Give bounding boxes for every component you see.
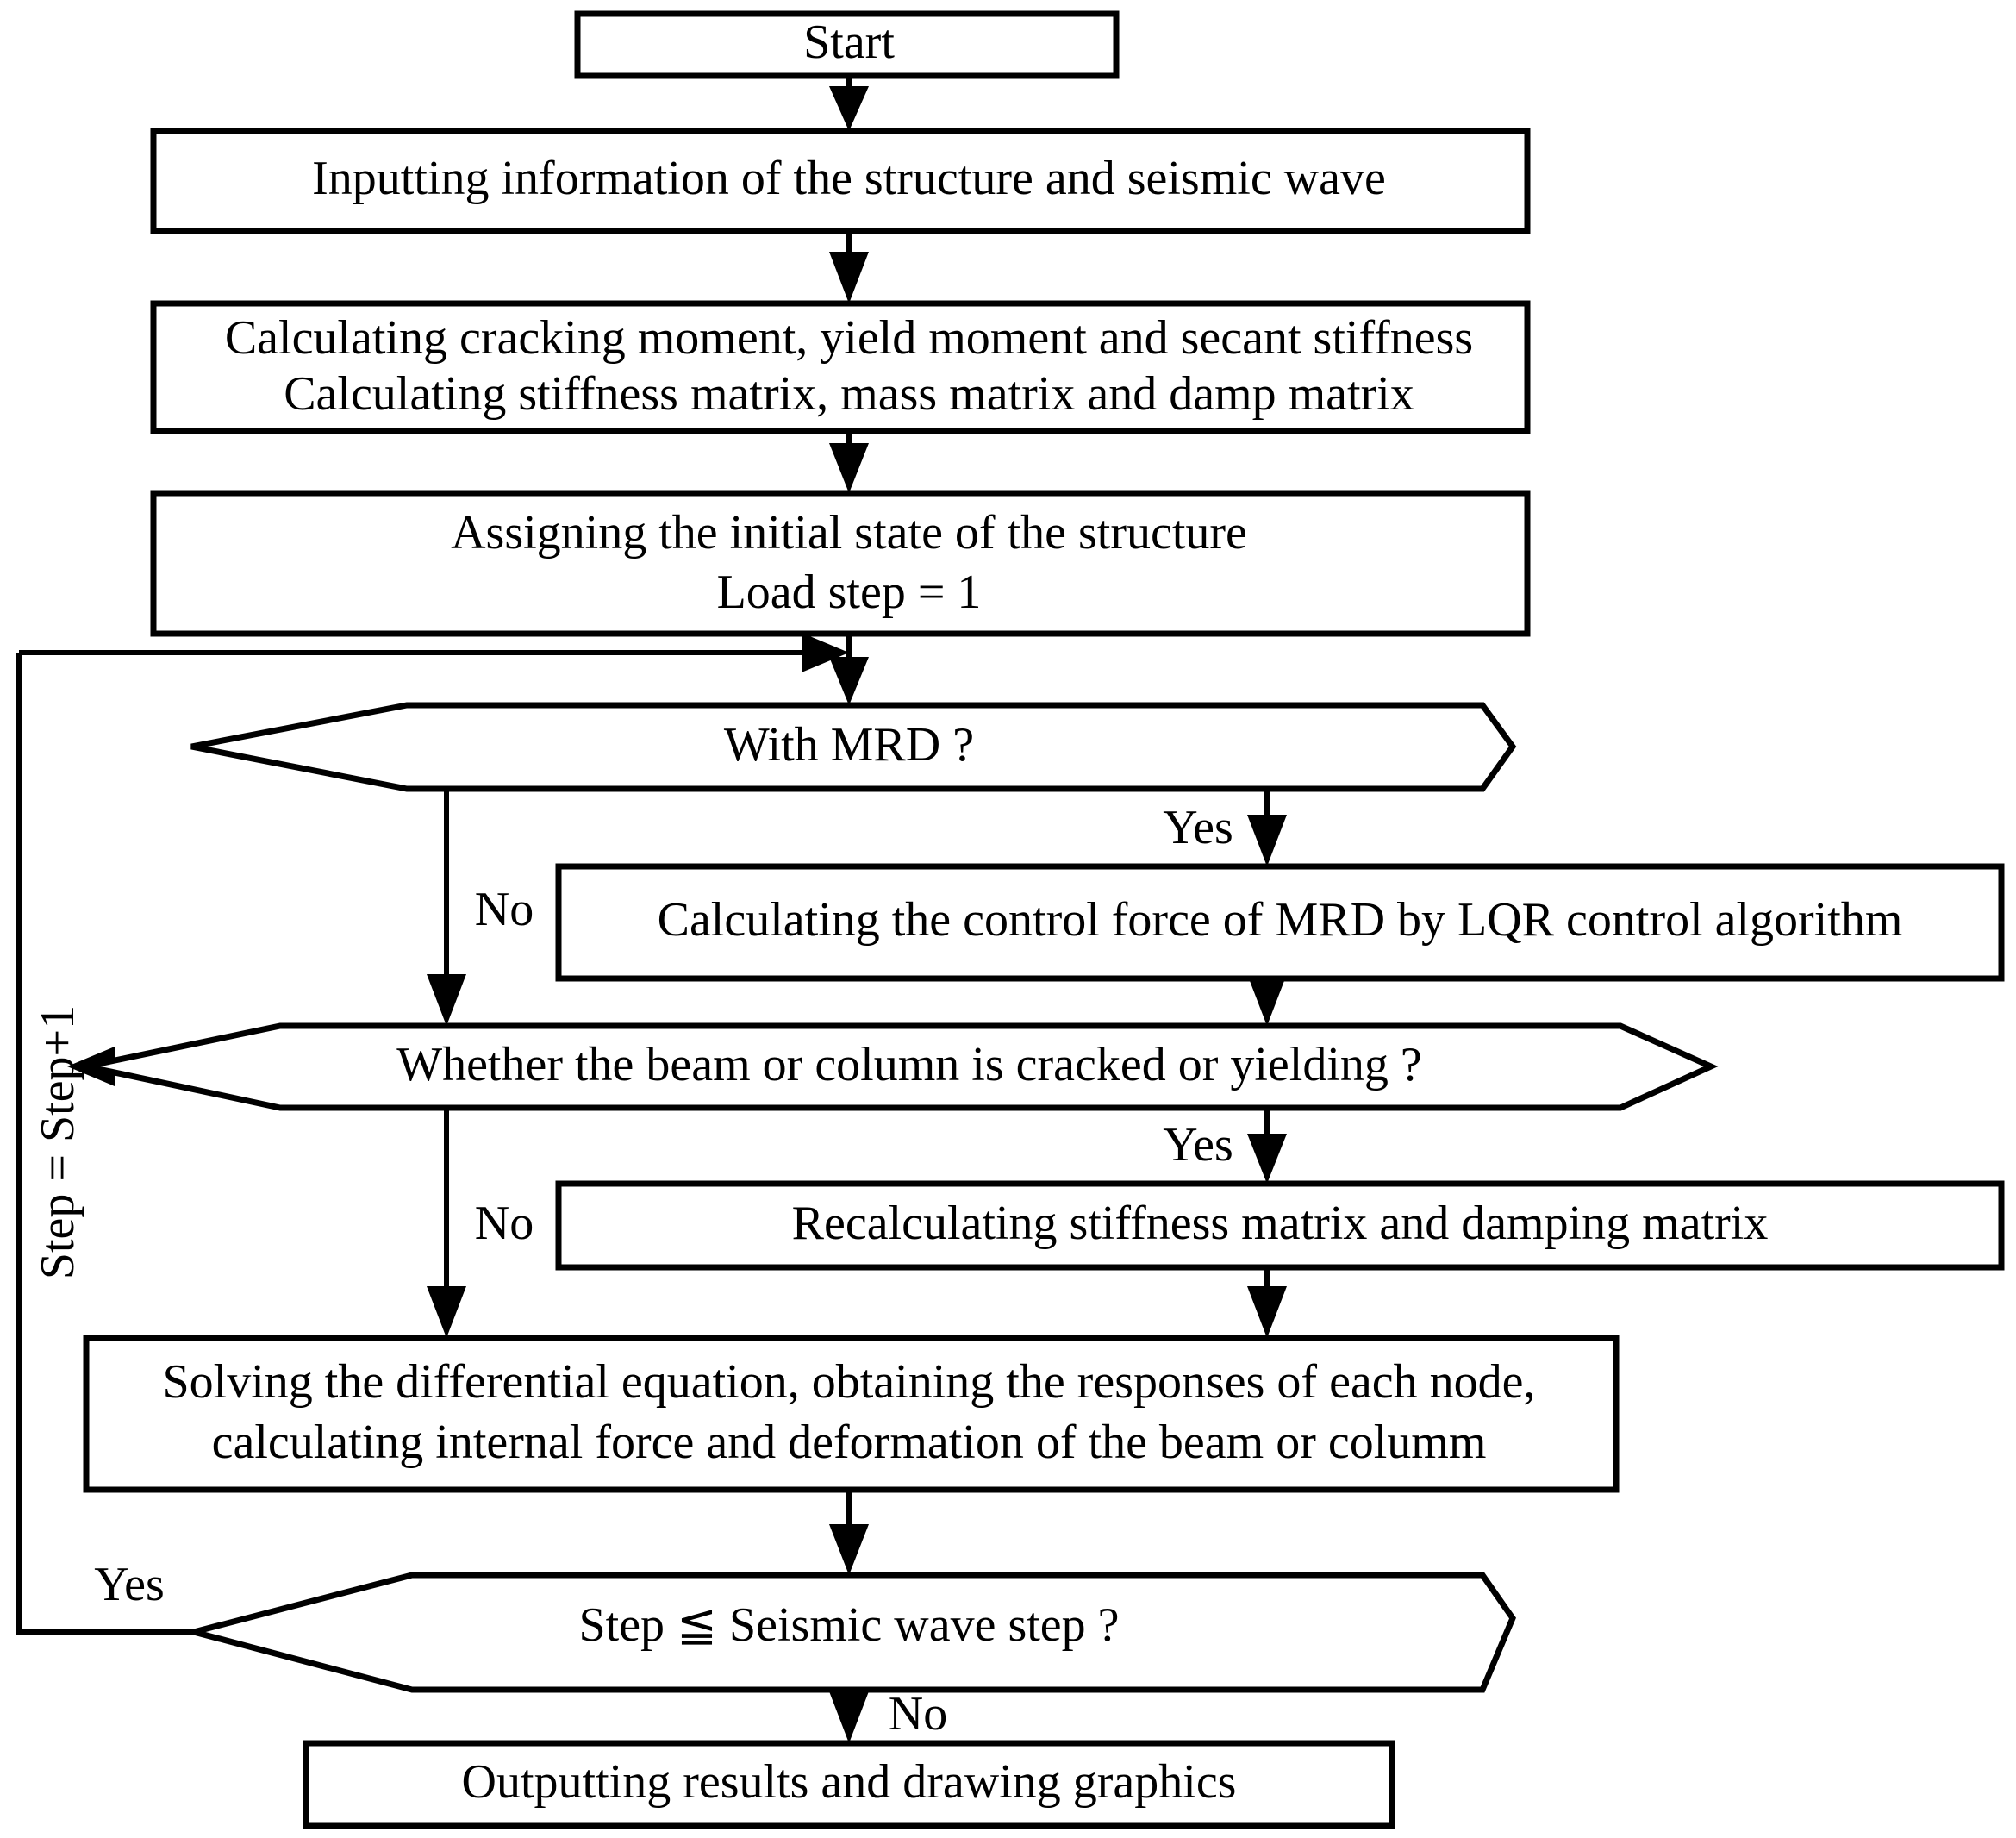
- node-calculating-moments-line2: Calculating stiffness matrix, mass matri…: [284, 367, 1414, 421]
- node-solving-equation[interactable]: Solving the differential equation, obtai…: [83, 1335, 1620, 1493]
- edge-label-loop-increment-group: Step = Step+1: [31, 1005, 84, 1279]
- node-solving-line1: Solving the differential equation, obtai…: [163, 1355, 1536, 1409]
- edge-label-step-yes: Yes: [94, 1558, 164, 1611]
- edge-label-step-no: No: [889, 1687, 947, 1741]
- node-start-label: Start: [803, 16, 895, 69]
- node-lqr-control[interactable]: Calculating the control force of MRD by …: [555, 863, 2005, 982]
- node-step-check-decision[interactable]: Step ≦ Seismic wave step ?: [182, 1572, 1516, 1693]
- node-with-mrd-label: With MRD ?: [724, 718, 974, 772]
- node-solving-line2: calculating internal force and deformati…: [212, 1416, 1487, 1469]
- node-input[interactable]: Inputting information of the structure a…: [150, 128, 1531, 234]
- connector-loop-left-spine: [16, 653, 194, 1635]
- node-start[interactable]: Start: [574, 10, 1120, 79]
- connector-calc-to-assign: [829, 431, 869, 493]
- node-recalculating-label: Recalculating stiffness matrix and dampi…: [792, 1197, 1769, 1250]
- edge-label-cracked-no: No: [475, 1197, 534, 1250]
- node-assign-initial-state[interactable]: Assigning the initial state of the struc…: [150, 490, 1531, 637]
- node-recalculating[interactable]: Recalculating stiffness matrix and dampi…: [555, 1180, 2005, 1271]
- node-output[interactable]: Outputting results and drawing graphics: [303, 1740, 1395, 1829]
- connector-input-to-calc: [829, 231, 869, 303]
- node-lqr-label: Calculating the control force of MRD by …: [658, 893, 1903, 947]
- node-cracked-label: Whether the beam or column is cracked or…: [396, 1038, 1422, 1091]
- node-cracked-decision[interactable]: Whether the beam or column is cracked or…: [85, 1022, 1719, 1111]
- connector-assign-to-withmrd: [829, 634, 869, 705]
- connector-lqr-to-cracked: [1247, 974, 1287, 1026]
- connector-solve-to-stepcheck: [829, 1490, 869, 1575]
- connector-withmrd-yes-to-lqr: [1247, 789, 1287, 866]
- node-calculating-moments[interactable]: Calculating cracking moment, yield momen…: [150, 300, 1531, 434]
- node-input-label: Inputting information of the structure a…: [312, 152, 1386, 205]
- node-with-mrd-decision[interactable]: With MRD ?: [190, 702, 1517, 792]
- node-calculating-moments-line1: Calculating cracking moment, yield momen…: [225, 311, 1473, 365]
- connector-stepcheck-no-to-output: [829, 1690, 869, 1743]
- edge-label-cracked-yes: Yes: [1163, 1118, 1233, 1172]
- connector-cracked-yes-to-recalc: [1247, 1108, 1287, 1184]
- node-assign-line2: Load step = 1: [717, 566, 982, 619]
- connector-loop-return-top: [19, 633, 849, 672]
- node-output-label: Outputting results and drawing graphics: [462, 1755, 1237, 1809]
- edge-label-loop-increment: Step = Step+1: [31, 1005, 84, 1279]
- connector-recalc-to-solve: [1247, 1267, 1287, 1338]
- edge-label-mrd-no: No: [475, 883, 534, 936]
- connector-withmrd-no-to-cracked: [427, 789, 466, 1026]
- connector-start-to-input: [829, 76, 869, 131]
- connector-cracked-no-to-solve: [427, 1108, 466, 1338]
- edge-label-mrd-yes: Yes: [1163, 801, 1233, 854]
- node-step-check-label: Step ≦ Seismic wave step ?: [578, 1598, 1119, 1652]
- node-assign-line1: Assigning the initial state of the struc…: [451, 506, 1247, 560]
